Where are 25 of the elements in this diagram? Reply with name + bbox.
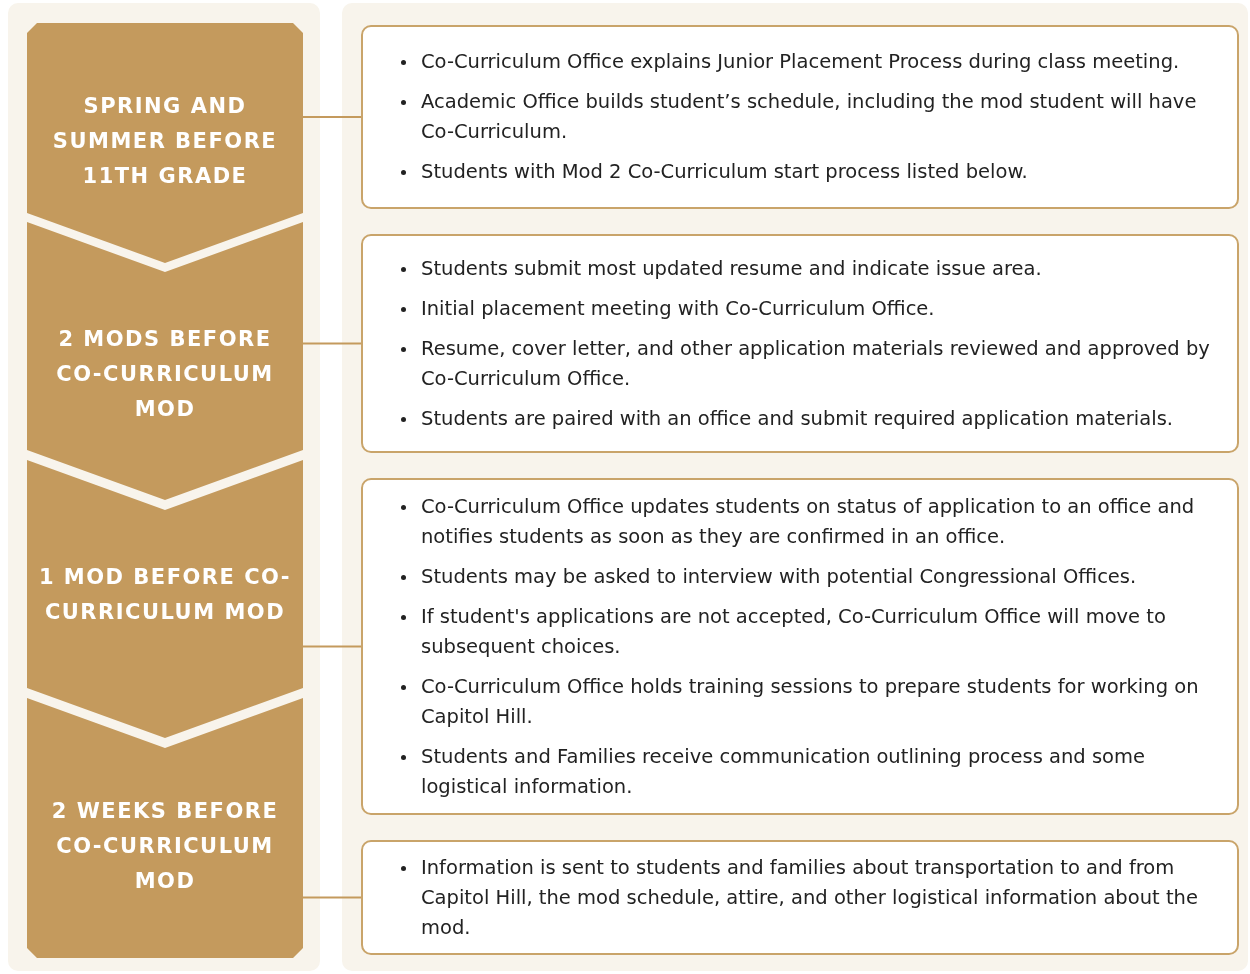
step-box bbox=[361, 478, 1239, 815]
bullet-text: Co-Curriculum Office updates students on status of application to an office and notifies students as soon as they are confirmed in an office. bbox=[421, 494, 1195, 548]
bullet-text: Initial placement meeting with Co-Curriculum Office. bbox=[421, 296, 935, 320]
stage-title: 2 WEEKS BEFORE CO-CURRICULUM MOD bbox=[50, 798, 280, 895]
bullet-text: Co-Curriculum Office explains Junior Placement Process during class meeting. bbox=[421, 50, 1180, 73]
step-box bbox=[361, 840, 1239, 955]
bullet-text: If student's applications are not accepted, Co-Curriculum Office will move to subsequent choices. bbox=[421, 604, 1166, 658]
bullet-text: Resume, cover letter, and other application materials reviewed and approved by Co-Curriculum Office. bbox=[421, 336, 1210, 390]
step-box bbox=[361, 234, 1239, 453]
bullet-text: Students with Mod 2 Co-Curriculum start process listed below. bbox=[421, 160, 1028, 183]
bullet-text: Co-Curriculum Office holds training sessions to prepare students for working on Capitol Hill. bbox=[421, 674, 1199, 728]
bullet-text: Academic Office builds student’s schedule, including the mod student will have Co-Curriculum. bbox=[421, 90, 1197, 143]
bullet-text: Information is sent to students and families about transportation to and from Capitol Hill, the mod schedule, attire, and other logistical information about the mod. bbox=[421, 855, 1198, 939]
bullet-text: Students are paired with an office and submit required application materials. bbox=[421, 406, 1173, 430]
connector-line bbox=[302, 896, 362, 899]
connector-line bbox=[302, 116, 362, 118]
step-box bbox=[361, 25, 1239, 209]
bullet-text: Students submit most updated resume and indicate issue area. bbox=[421, 256, 1042, 280]
stage-title: 2 MODS BEFORE CO-CURRICULUM MOD bbox=[55, 326, 275, 423]
bullet-text: Students may be asked to interview with potential Congressional Offices. bbox=[421, 564, 1137, 588]
stage-title: SPRING AND SUMMER BEFORE 11TH GRADE bbox=[51, 93, 279, 190]
connector-line bbox=[302, 342, 362, 345]
bullet-text: Students and Families receive communication outlining process and some logistical information. bbox=[421, 744, 1146, 798]
connector-line bbox=[302, 645, 362, 648]
stage-title: 1 MOD BEFORE CO-CURRICULUM MOD bbox=[37, 564, 293, 626]
